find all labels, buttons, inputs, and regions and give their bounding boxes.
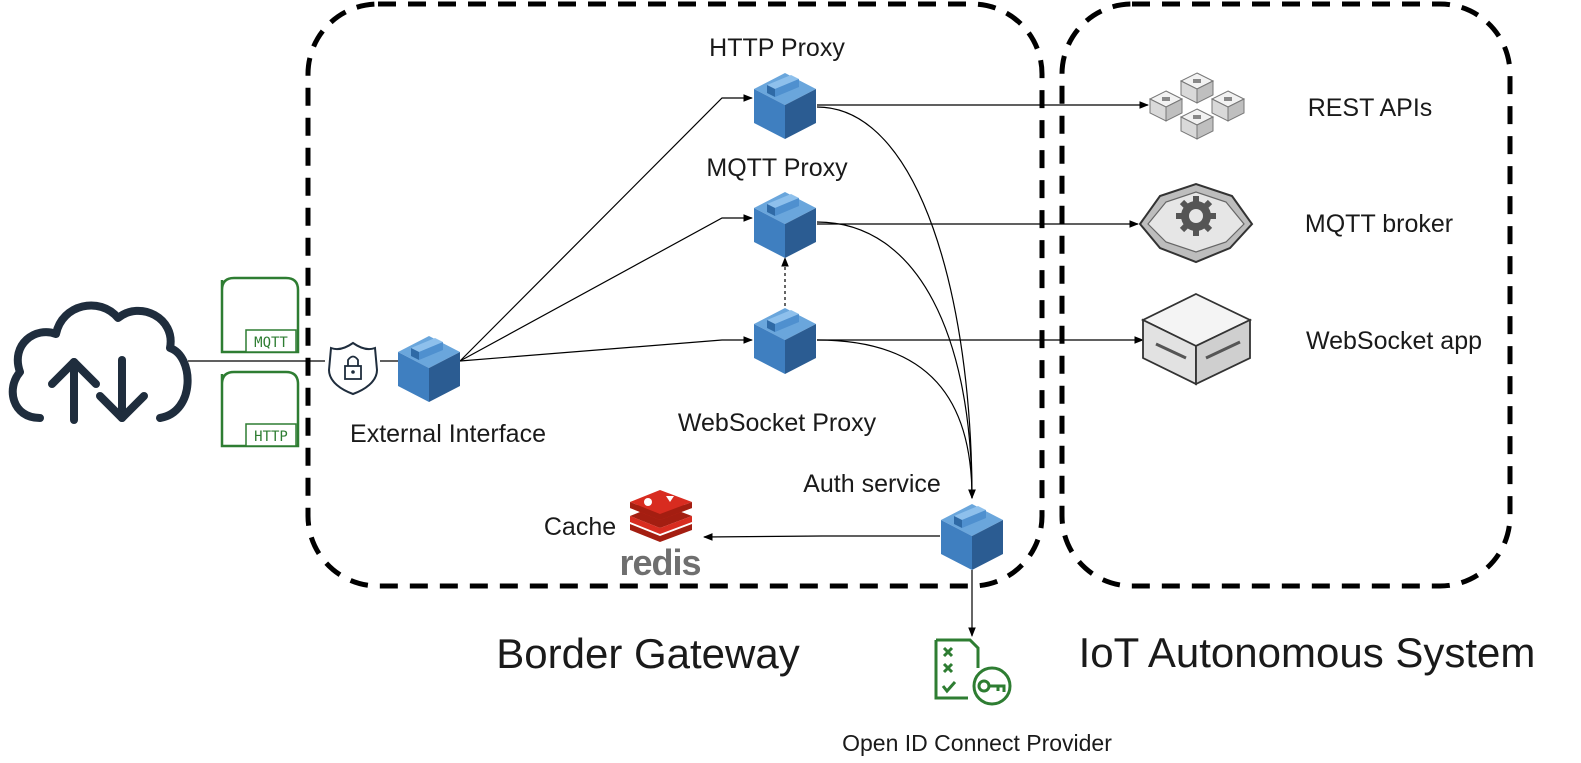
auth-service-label: Auth service <box>803 470 941 498</box>
http-proxy-cube-icon <box>754 73 816 139</box>
mqtt-broker-label: MQTT broker <box>1305 210 1453 238</box>
cache-label: Cache <box>544 513 616 541</box>
websocket-proxy-cube-icon <box>754 308 816 374</box>
mqtt-proxy-label: MQTT Proxy <box>706 154 848 182</box>
redis-wordmark: redis <box>619 542 700 583</box>
cube-cluster-icon <box>1149 72 1245 140</box>
websocket-app-label: WebSocket app <box>1306 327 1482 355</box>
edge-http-to-auth <box>816 106 976 499</box>
iot-system-title: IoT Autonomous System <box>1079 629 1536 676</box>
cloud-upload-download-icon <box>8 301 192 424</box>
edge-external-to-mqtt <box>459 214 753 362</box>
oidc-provider-label: Open ID Connect Provider <box>842 730 1112 756</box>
mqtt-proxy-cube-icon <box>754 192 816 258</box>
checklist-key-icon <box>934 638 1012 706</box>
external-interface-label: External Interface <box>350 420 546 448</box>
border-gateway-title: Border Gateway <box>496 630 799 677</box>
redis-logo: redis <box>619 490 702 583</box>
connectors <box>188 94 1149 637</box>
http-protocol-tag: HTTP <box>220 370 300 448</box>
auth-service-cube-icon <box>941 504 1003 570</box>
edge-external-to-http <box>459 94 753 362</box>
edge-websocket-to-auth <box>816 339 973 499</box>
mqtt-protocol-tag: MQTT <box>220 276 300 354</box>
shield-lock-icon <box>327 341 379 396</box>
rest-apis-label: REST APIs <box>1308 94 1433 122</box>
iot-system-boundary <box>1059 1 1513 589</box>
http-proxy-label: HTTP Proxy <box>709 34 845 62</box>
edge-mqtt-to-auth <box>816 221 976 499</box>
edge-auth-to-cache <box>703 533 940 541</box>
websocket-proxy-label: WebSocket Proxy <box>678 409 877 437</box>
external-interface-cube-icon <box>398 336 460 402</box>
server-box-icon <box>1140 292 1253 386</box>
mqtt-tag-label: MQTT <box>254 335 288 351</box>
http-tag-label: HTTP <box>254 429 288 445</box>
gear-appliance-icon <box>1138 182 1254 264</box>
edge-external-to-websocket <box>459 336 753 362</box>
